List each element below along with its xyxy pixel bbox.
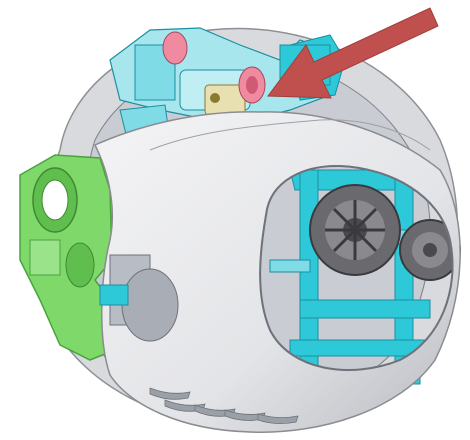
lower-mechanism <box>99 254 179 342</box>
shell-vents <box>149 387 299 424</box>
shell-seam <box>149 119 431 151</box>
drive-wheels <box>309 184 461 281</box>
side-bracket <box>19 154 116 361</box>
arrow-icon <box>267 7 439 99</box>
opening-rim <box>259 164 454 371</box>
